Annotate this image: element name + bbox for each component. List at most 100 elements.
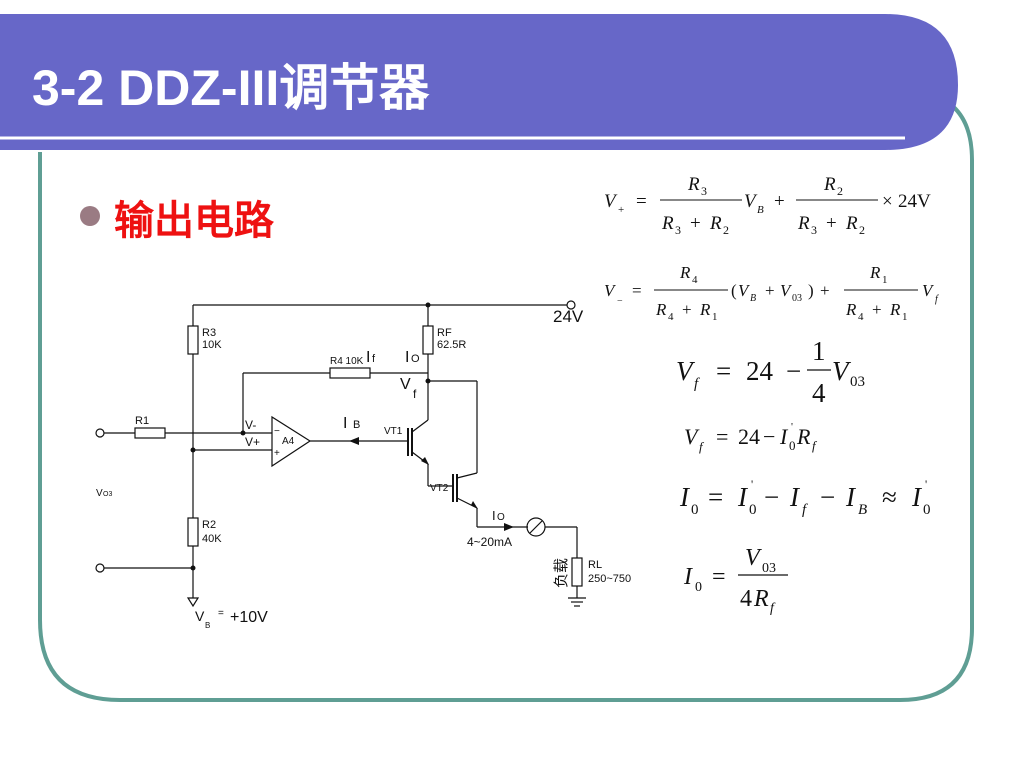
r3-name: R3 (202, 327, 216, 339)
rf-name: RF (437, 327, 452, 339)
vt1-label: VT1 (384, 426, 403, 437)
svg-text:V: V (738, 281, 751, 300)
svg-text:R: R (661, 213, 674, 234)
supply-label: 24V (553, 307, 584, 326)
svg-text:03: 03 (850, 374, 865, 390)
current-range: 4~20mA (467, 535, 512, 549)
svg-text:4: 4 (812, 378, 826, 408)
svg-text:24: 24 (746, 356, 774, 386)
vb-sub: B (205, 621, 210, 630)
vt1-collector (411, 419, 429, 433)
svg-text:f: f (770, 601, 776, 616)
svg-text:0: 0 (749, 502, 757, 518)
supply-terminal (566, 300, 576, 310)
svg-text:3: 3 (811, 223, 817, 237)
svg-text:f: f (699, 439, 705, 454)
r4-label: R4 10K (330, 356, 364, 367)
svg-text:3: 3 (701, 184, 707, 198)
vb-ground-arrow (186, 597, 200, 608)
svg-text:V: V (604, 281, 617, 300)
vplus-label: V+ (245, 435, 260, 449)
ib-arrow-icon (349, 437, 359, 445)
svg-text:2: 2 (859, 223, 865, 237)
svg-text:R: R (679, 263, 691, 282)
svg-text:V: V (780, 281, 793, 300)
title-bar (0, 14, 958, 150)
svg-text:=: = (636, 191, 647, 212)
content-frame (38, 90, 974, 702)
svg-text:V: V (676, 356, 696, 386)
svg-text:=: = (716, 356, 731, 386)
opamp-minus: − (274, 426, 280, 437)
equation-io-final: I 0 = V 03 4 R f (683, 545, 788, 616)
svg-text:×: × (882, 191, 893, 212)
svg-text:4: 4 (740, 586, 752, 612)
svg-text:(: ( (731, 281, 737, 300)
junction-dot (240, 430, 246, 436)
load-label: 负载 (553, 558, 570, 588)
svg-text:I: I (679, 482, 691, 512)
bullet-dot-icon (80, 206, 100, 226)
svg-text:+: + (690, 213, 701, 234)
svg-text:I: I (737, 482, 749, 512)
svg-text:3: 3 (675, 223, 681, 237)
svg-text:0: 0 (923, 502, 931, 518)
svg-text:+: + (826, 213, 837, 234)
junction-dot (190, 447, 196, 453)
vt2-label: VT2 (430, 483, 449, 494)
junction-dot (425, 378, 431, 384)
svg-text:R: R (753, 586, 769, 612)
svg-text:f: f (812, 438, 818, 453)
rl-value: 250~750 (588, 573, 631, 585)
svg-text:R: R (823, 174, 836, 195)
svg-text:R: R (889, 300, 901, 319)
svg-text:4: 4 (692, 274, 698, 286)
svg-text:−: − (820, 482, 835, 512)
if-sub: f (372, 353, 376, 365)
svg-text:R: R (796, 424, 811, 449)
svg-text:B: B (757, 204, 764, 216)
svg-text:B: B (750, 293, 756, 304)
svg-text:24: 24 (738, 424, 760, 449)
rl-name: RL (588, 559, 602, 571)
svg-text:+: + (820, 281, 830, 300)
svg-text:R: R (699, 300, 711, 319)
svg-text:4: 4 (668, 311, 674, 323)
vb-value: +10V (230, 609, 268, 626)
svg-text:1: 1 (882, 274, 888, 286)
svg-text:I: I (779, 424, 789, 449)
ammeter-needle (529, 520, 543, 534)
svg-text:B: B (858, 502, 867, 518)
ib-label: I (343, 415, 347, 432)
vf-sub: f (413, 387, 417, 401)
opamp-plus: + (274, 448, 280, 459)
svg-text:03: 03 (792, 293, 802, 304)
svg-text:': ' (751, 477, 753, 491)
svg-text:=: = (716, 424, 728, 449)
junction-dot (190, 565, 196, 571)
svg-text:+: + (682, 300, 692, 319)
rf-value: 62.5R (437, 339, 466, 351)
svg-text:V: V (832, 356, 852, 386)
svg-text:R: R (709, 213, 722, 234)
r1-label: R1 (135, 415, 149, 427)
svg-text:≈: ≈ (882, 482, 897, 512)
r2-name: R2 (202, 519, 216, 531)
opamp-a4 (271, 415, 312, 468)
svg-text:R: R (797, 213, 810, 234)
svg-text:V: V (604, 191, 618, 212)
svg-text:V: V (684, 424, 700, 449)
svg-text:f: f (694, 376, 700, 392)
r3-value: 10K (202, 339, 222, 351)
svg-text:R: R (845, 213, 858, 234)
svg-text:+: + (872, 300, 882, 319)
r2-value: 40K (202, 533, 222, 545)
svg-text:): ) (808, 281, 814, 300)
svg-text:R: R (687, 174, 700, 195)
if-label: I (366, 349, 370, 366)
vt2-collector (456, 472, 478, 479)
svg-text:f: f (802, 502, 808, 518)
